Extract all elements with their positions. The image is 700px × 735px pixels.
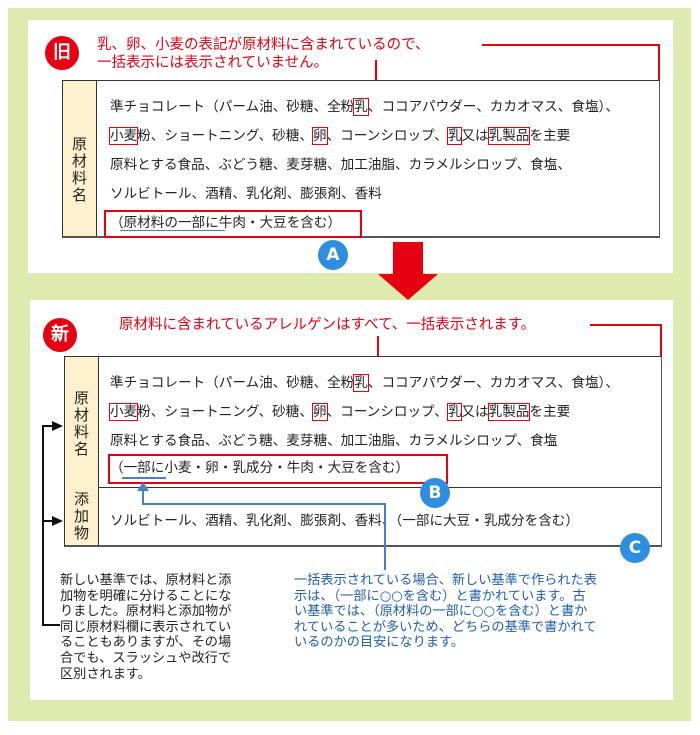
old-label-cell: 原 材 料 名 [63,81,97,236]
highlight-wheat: 小麦 [108,127,139,145]
blue-connector-horizontal [142,503,385,505]
row-divider [98,487,661,488]
new-ingredients-label-cell: 原 材 料 名 [65,357,99,488]
new-line-4: （一部に小麦・卵・乳成分・牛肉・大豆を含む） [110,460,410,476]
new-line-1: 準チョコレート（パーム油、砂糖、全粉乳、ココアパウダー、カカオマス、食塩）、 [110,374,619,392]
note-bulk-display: 一括表示されている場合、新しい基準で作られた表 示は、（一部に○○を含む）と書か… [294,573,597,651]
highlight-milk: 乳 [353,374,369,392]
old-line-4: ソルビトール、酒精、乳化剤、膨張剤、香料 [110,186,382,202]
new-pointer-stem [377,336,379,360]
new-headline: 原材料に含まれているアレルゲンはすべて、一括表示されます。 [119,317,536,333]
bracket-arrow-additives-icon [52,516,63,526]
new-allergen-box [108,454,448,484]
highlight-dairy: 乳製品 [487,127,531,145]
highlight-milk: 乳 [353,98,369,116]
marker-c: C [620,533,650,563]
old-headline-line1: 乳、卵、小麦の表記が原材料に含まれているので、 [97,37,430,53]
new-additives-label-cell: 添 加 物 [65,487,99,545]
new-ingredients-table: 原 材 料 名 添 加 物 準チョコレート（パーム油、砂糖、全粉乳、ココアパウダ… [64,356,662,547]
label-char: 原 [71,135,87,153]
new-badge: 新 [43,318,77,352]
label-char: 材 [73,406,89,424]
blue-connector-stem-right [384,503,386,570]
bracket-arrow-ingredients-icon [52,421,63,431]
highlight-egg: 卵 [311,127,328,145]
old-pointer-stem [375,60,377,86]
highlight-egg: 卵 [311,403,328,421]
label-char: 物 [73,524,89,542]
new-underline [122,477,166,479]
old-badge: 旧 [45,36,79,70]
old-connector-top [482,44,660,46]
label-char: 添 [73,490,89,508]
label-char: 料 [71,169,87,187]
label-char: 材 [71,152,87,170]
old-line-3: 原料とする食品、ぶどう糖、麦芽糖、加工油脂、カラメルシロップ、食塩、 [110,157,571,173]
old-line-2: 小麦粉、ショートニング、砂糖、卵、コーンシロップ、乳又は乳製品を主要 [108,127,571,145]
highlight-milk: 乳 [446,127,463,145]
highlight-milk: 乳 [446,403,463,421]
new-line-3: 原料とする食品、ぶどう糖、麦芽糖、加工油脂、カラメルシロップ、食塩 [110,433,558,449]
old-underline [120,230,225,231]
new-line-2: 小麦粉、ショートニング、砂糖、卵、コーンシロップ、乳又は乳製品を主要 [108,403,571,421]
label-char: 料 [73,423,89,441]
bracket-bottom [42,624,60,626]
label-char: 加 [73,507,89,525]
bracket-top [42,425,54,427]
new-connector-top [590,324,662,326]
label-char: 名 [71,186,87,204]
transition-arrow-stem [393,242,423,274]
label-char: 原 [73,389,89,407]
old-line-1: 準チョコレート（パーム油、砂糖、全粉乳、ココアパウダー、カカオマス、食塩）、 [110,98,619,116]
old-headline-line2: 一括表示には表示されていません。 [97,55,329,71]
marker-b: B [420,478,450,508]
bracket-vertical [42,425,44,625]
old-line-5: （原材料の一部に牛肉・大豆を含む） [110,215,342,231]
transition-arrow-icon [378,274,438,300]
bracket-middle [42,520,54,522]
note-separation: 新しい基準では、原材料と添 加物を明確に分けることにな りました。原材料と添加物… [60,573,232,682]
blue-connector-stem-left [142,490,144,504]
old-allergen-box [104,210,362,238]
highlight-wheat: 小麦 [108,403,139,421]
new-additives-line: ソルビトール、酒精、乳化剤、膨張剤、香料、（一部に大豆・乳成分を含む） [110,513,579,529]
blue-arrow-up-icon [137,482,149,491]
label-char: 名 [73,440,89,458]
highlight-dairy: 乳製品 [487,403,531,421]
marker-a: A [318,240,348,270]
